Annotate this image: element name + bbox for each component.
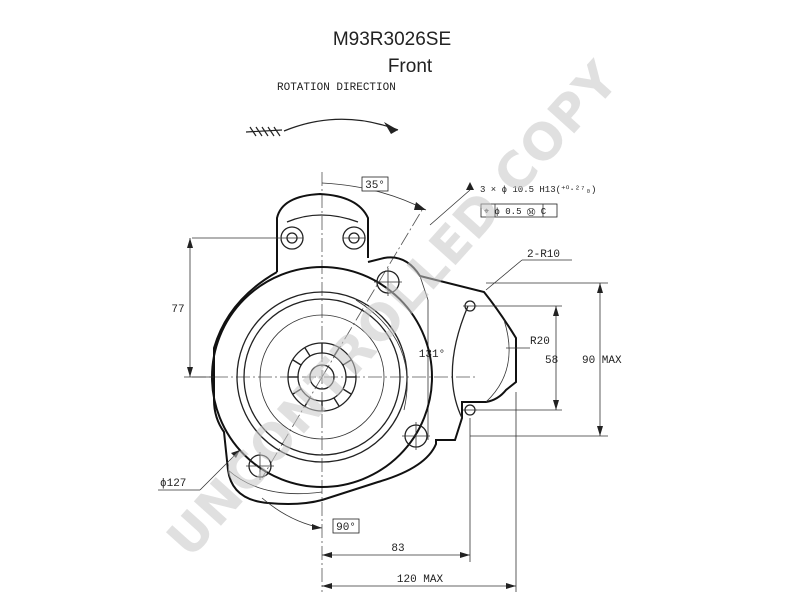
pinion-gear [288,343,356,411]
part-number: M93R3026SE [333,29,451,50]
width-120max-dimension: 120 MAX [322,392,517,592]
height-77-dimension: 77 [171,237,280,378]
angle-90-label: 90° [336,522,356,534]
r20-label: R20 [530,336,550,348]
side-bolts [463,300,477,416]
height-58-dimension: 58 [476,305,562,411]
solenoid-terminals [276,192,369,272]
height-58-label: 58 [545,355,558,367]
view-label: Front [388,56,433,77]
angle-35-dimension: 35° [321,176,427,211]
height-90max-label: 90 MAX [582,355,622,367]
diameter-127-label: ϕ127 [160,478,186,490]
rotation-label: ROTATION DIRECTION [277,82,396,94]
diameter-127-callout: ϕ127 [158,449,241,491]
height-90max-dimension: 90 MAX [470,282,622,437]
corner-radius-callout: 2-R10 [485,249,572,291]
angle-35-label: 35° [365,180,385,192]
hole-spec-label: 3 × ϕ 10.5 H13(⁺⁰·²⁷₀) [480,185,596,195]
angle-90-dimension: 90° [261,497,360,534]
angle-131-label: 131° [419,349,445,361]
mounting-flange [213,256,517,505]
corner-radius-label: 2-R10 [527,249,560,261]
mounting-holes [246,268,430,480]
height-77-label: 77 [171,304,184,316]
hole-callout: 3 × ϕ 10.5 H13(⁺⁰·²⁷₀) ⌖ ϕ 0.5 Ⓜ C [429,182,596,226]
rotation-arrow-icon [245,118,399,137]
width-83-dimension: 83 [322,418,471,562]
width-83-label: 83 [391,543,404,555]
angle-131-dimension: 131° [355,299,445,411]
r20-callout: R20 [506,336,550,349]
position-tolerance-label: ⌖ ϕ 0.5 Ⓜ C [484,207,547,217]
width-120max-label: 120 MAX [397,574,444,586]
